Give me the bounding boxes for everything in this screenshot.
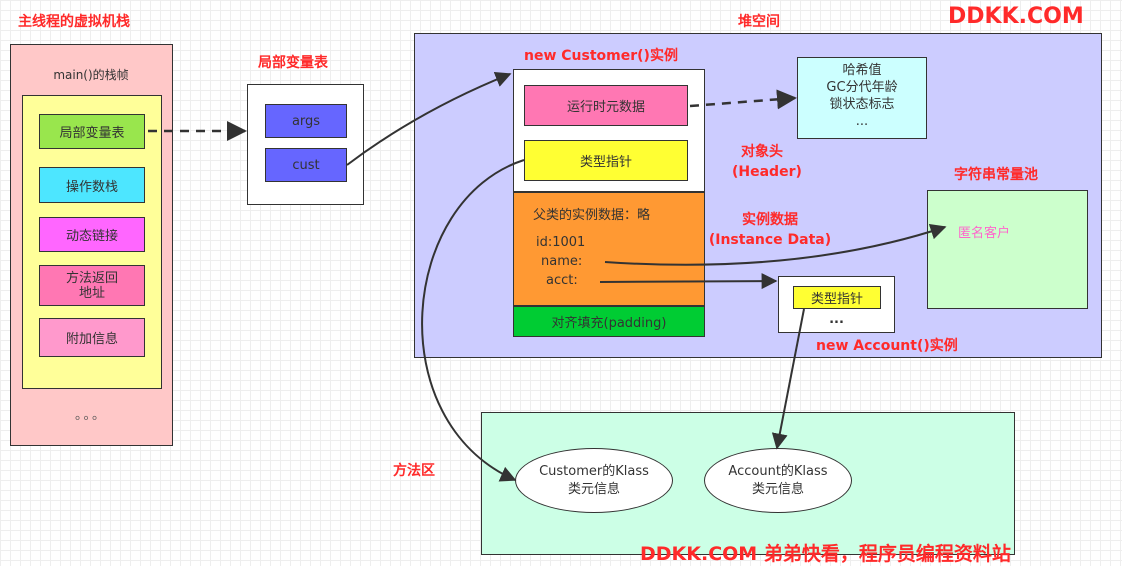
string-constant-pool (927, 190, 1088, 309)
new-account-title: new Account()实例 (816, 338, 958, 354)
object-header-label: 对象头 (Header) (732, 142, 802, 182)
instance-data-label-en: (Instance Data) (708, 232, 832, 248)
stack-item-operand-stack: 操作数栈 (39, 167, 145, 203)
meta-ellipsis: ... (855, 114, 869, 129)
object-header-label-cn: 对象头 (741, 144, 783, 160)
parent-instance-data: 父类的实例数据：略 (533, 208, 651, 223)
customer-klass: Customer的Klass 类元信息 (515, 448, 673, 513)
local-var-table (247, 84, 364, 205)
stack-item-extra-info: 附加信息 (39, 318, 145, 357)
account-klass-name: Account的Klass (728, 463, 828, 479)
heap-space-title: 堆空间 (738, 14, 780, 30)
runtime-metadata: 运行时元数据 (524, 85, 688, 126)
local-var-args: args (265, 104, 347, 138)
string-anonymous-customer: 匿名客户 (958, 226, 1011, 241)
stack-item-return-address: 方法返回 地址 (39, 265, 145, 306)
instance-data-label: 实例数据 (Instance Data) (706, 210, 834, 250)
local-var-cust: cust (265, 148, 347, 182)
account-klass: Account的Klass 类元信息 (704, 448, 852, 513)
stack-frame-title: main()的栈帧 (53, 68, 129, 82)
field-name: name: (541, 254, 583, 269)
customer-klass-name: Customer的Klass (539, 463, 649, 479)
field-id: id:1001 (536, 235, 586, 250)
string-pool-title: 字符串常量池 (954, 167, 1038, 183)
object-header-label-en: (Header) (732, 164, 802, 180)
padding-block: 对齐填充(padding) (513, 306, 705, 337)
field-acct: acct: (546, 273, 578, 288)
header-meta-box: 哈希值 GC分代年龄 锁状态标志 ... (797, 57, 927, 139)
account-ellipsis: ... (829, 312, 844, 327)
customer-klass-meta: 类元信息 (567, 481, 620, 497)
meta-gc-age: GC分代年龄 (826, 80, 898, 95)
account-type-pointer: 类型指针 (793, 286, 881, 309)
stack-item-local-vars: 局部变量表 (39, 114, 145, 149)
method-area-title: 方法区 (393, 463, 435, 479)
footer-watermark: DDKK.COM 弟弟快看，程序员编程资料站 (640, 543, 1011, 565)
meta-lock-flag: 锁状态标志 (829, 97, 895, 112)
account-klass-meta: 类元信息 (751, 481, 804, 497)
main-thread-vm-title: 主线程的虚拟机栈 (18, 14, 130, 30)
stack-item-dynamic-linking: 动态链接 (39, 217, 145, 252)
customer-type-pointer: 类型指针 (524, 140, 688, 181)
local-var-table-title: 局部变量表 (258, 55, 328, 71)
instance-data-label-cn: 实例数据 (742, 212, 798, 228)
brand-logo: DDKK.COM (948, 4, 1084, 29)
new-customer-title: new Customer()实例 (524, 48, 678, 64)
stack-ellipsis: 。。。 (74, 408, 107, 423)
meta-hash: 哈希值 (842, 63, 882, 78)
